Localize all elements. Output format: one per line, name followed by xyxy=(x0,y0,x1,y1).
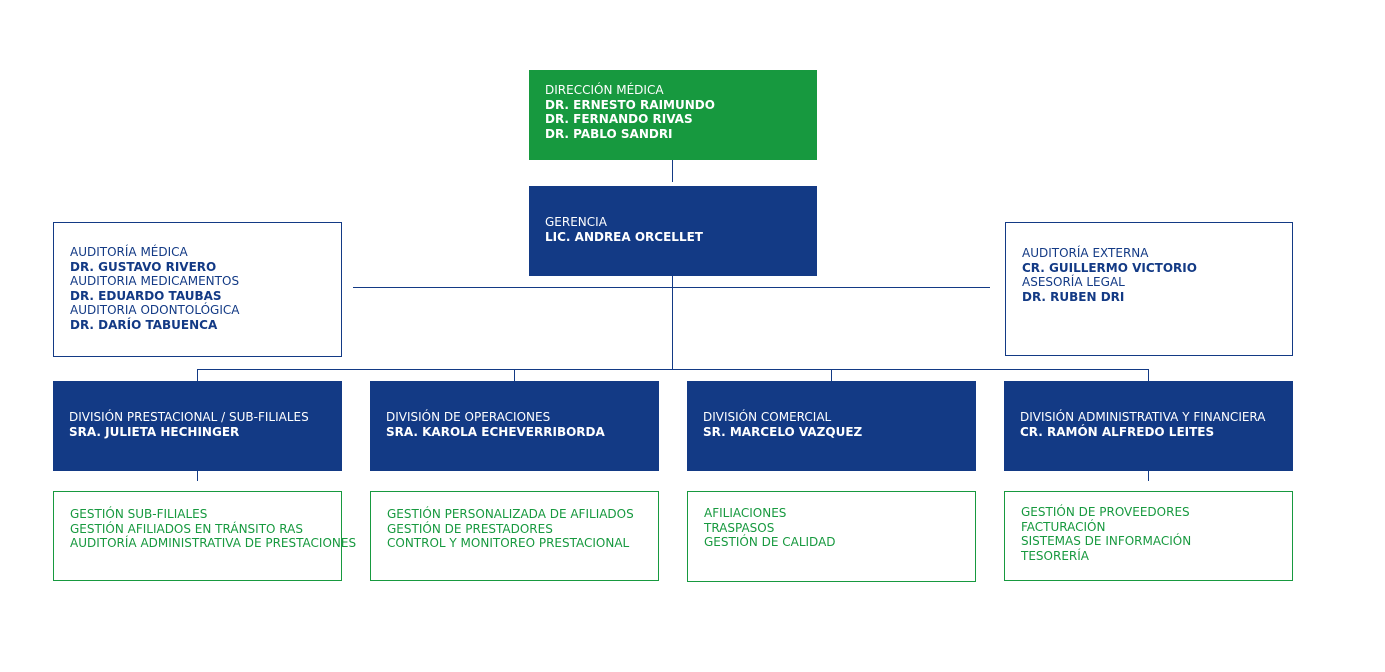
task-item: AFILIACIONES xyxy=(704,506,787,520)
tasks-comercial-box: AFILIACIONES TRASPASOS GESTIÓN DE CALIDA… xyxy=(687,491,976,582)
connector-division-1 xyxy=(197,369,198,381)
connector-auditoria-bar xyxy=(353,287,990,288)
tasks-operaciones-box: GESTIÓN PERSONALIZADA DE AFILIADOS GESTI… xyxy=(370,491,659,581)
tasks-prestacional-box: GESTIÓN SUB-FILIALES GESTIÓN AFILIADOS E… xyxy=(53,491,357,581)
gerencia-person: LIC. ANDREA ORCELLET xyxy=(545,229,703,244)
auditoria-odontologica-label: AUDITORIA ODONTOLÓGICA xyxy=(70,303,240,317)
division-title: DIVISIÓN PRESTACIONAL / SUB-FILIALES xyxy=(69,410,309,424)
gerencia-box: GERENCIA LIC. ANDREA ORCELLET xyxy=(529,186,817,276)
task-item: SISTEMAS DE INFORMACIÓN xyxy=(1021,534,1192,548)
task-item: TRASPASOS xyxy=(704,520,775,535)
task-item: FACTURACIÓN xyxy=(1021,519,1106,534)
division-administrativa-box: DIVISIÓN ADMINISTRATIVA Y FINANCIERA CR.… xyxy=(1004,381,1293,471)
division-person: SR. MARCELO VAZQUEZ xyxy=(703,424,863,439)
division-person: SRA. JULIETA HECHINGER xyxy=(69,424,240,439)
task-item: GESTIÓN PERSONALIZADA DE AFILIADOS xyxy=(387,507,634,521)
auditoria-medica-label: AUDITORÍA MÉDICA xyxy=(70,245,188,259)
auditoria-odontologica-person: DR. DARÍO TABUENCA xyxy=(70,317,218,332)
asesoria-legal-label: ASESORÍA LEGAL xyxy=(1022,275,1125,289)
division-comercial-box: DIVISIÓN COMERCIAL SR. MARCELO VAZQUEZ xyxy=(687,381,976,471)
auditoria-medicamentos-label: AUDITORIA MEDICAMENTOS xyxy=(70,274,240,288)
division-title: DIVISIÓN ADMINISTRATIVA Y FINANCIERA xyxy=(1020,410,1266,424)
division-operaciones-box: DIVISIÓN DE OPERACIONES SRA. KAROLA ECHE… xyxy=(370,381,659,471)
connector-gerencia-trunk xyxy=(672,276,673,369)
direccion-person-1: DR. ERNESTO RAIMUNDO xyxy=(545,97,715,112)
division-prestacional-box: DIVISIÓN PRESTACIONAL / SUB-FILIALES SRA… xyxy=(53,381,342,471)
connector-tasks-1 xyxy=(197,470,198,481)
division-person: SRA. KAROLA ECHEVERRIBORDA xyxy=(386,424,605,439)
task-item: CONTROL Y MONITOREO PRESTACIONAL xyxy=(387,536,630,550)
gerencia-title: GERENCIA xyxy=(545,215,607,229)
connector-divisions-bar xyxy=(197,369,1149,370)
auditoria-externa-box: AUDITORÍA EXTERNA CR. GUILLERMO VICTORIO… xyxy=(1005,222,1293,356)
tasks-administrativa-box: GESTIÓN DE PROVEEDORES FACTURACIÓN SISTE… xyxy=(1004,491,1293,581)
division-person: CR. RAMÓN ALFREDO LEITES xyxy=(1020,424,1215,439)
connector-division-3 xyxy=(831,369,832,381)
task-item: GESTIÓN DE PROVEEDORES xyxy=(1021,505,1190,519)
auditoria-externa-label: AUDITORÍA EXTERNA xyxy=(1022,246,1149,260)
division-title: DIVISIÓN DE OPERACIONES xyxy=(386,410,551,424)
connector-direccion-gerencia xyxy=(672,160,673,182)
task-item: GESTIÓN DE PRESTADORES xyxy=(387,521,553,536)
asesoria-legal-person: DR. RUBEN DRI xyxy=(1022,289,1125,304)
connector-tasks-4 xyxy=(1148,470,1149,481)
auditoria-medica-box: AUDITORÍA MÉDICA DR. GUSTAVO RIVERO AUDI… xyxy=(53,222,342,357)
division-title: DIVISIÓN COMERCIAL xyxy=(703,410,832,424)
direccion-person-2: DR. FERNANDO RIVAS xyxy=(545,112,693,126)
task-item: GESTIÓN DE CALIDAD xyxy=(704,535,836,549)
connector-division-2 xyxy=(514,369,515,381)
connector-division-4 xyxy=(1148,369,1149,381)
task-item: GESTIÓN AFILIADOS EN TRÁNSITO RAS xyxy=(70,521,303,536)
direccion-medica-title: DIRECCIÓN MÉDICA xyxy=(545,83,664,97)
task-item: AUDITORÍA ADMINISTRATIVA DE PRESTACIONES xyxy=(70,536,357,550)
task-item: GESTIÓN SUB-FILIALES xyxy=(70,507,208,521)
auditoria-medicamentos-person: DR. EDUARDO TAUBAS xyxy=(70,288,222,303)
auditoria-medica-person: DR. GUSTAVO RIVERO xyxy=(70,259,217,274)
direccion-person-3: DR. PABLO SANDRI xyxy=(545,126,673,141)
auditoria-externa-person: CR. GUILLERMO VICTORIO xyxy=(1022,260,1197,275)
direccion-medica-box: DIRECCIÓN MÉDICA DR. ERNESTO RAIMUNDO DR… xyxy=(529,70,817,160)
task-item: TESORERÍA xyxy=(1021,548,1089,563)
